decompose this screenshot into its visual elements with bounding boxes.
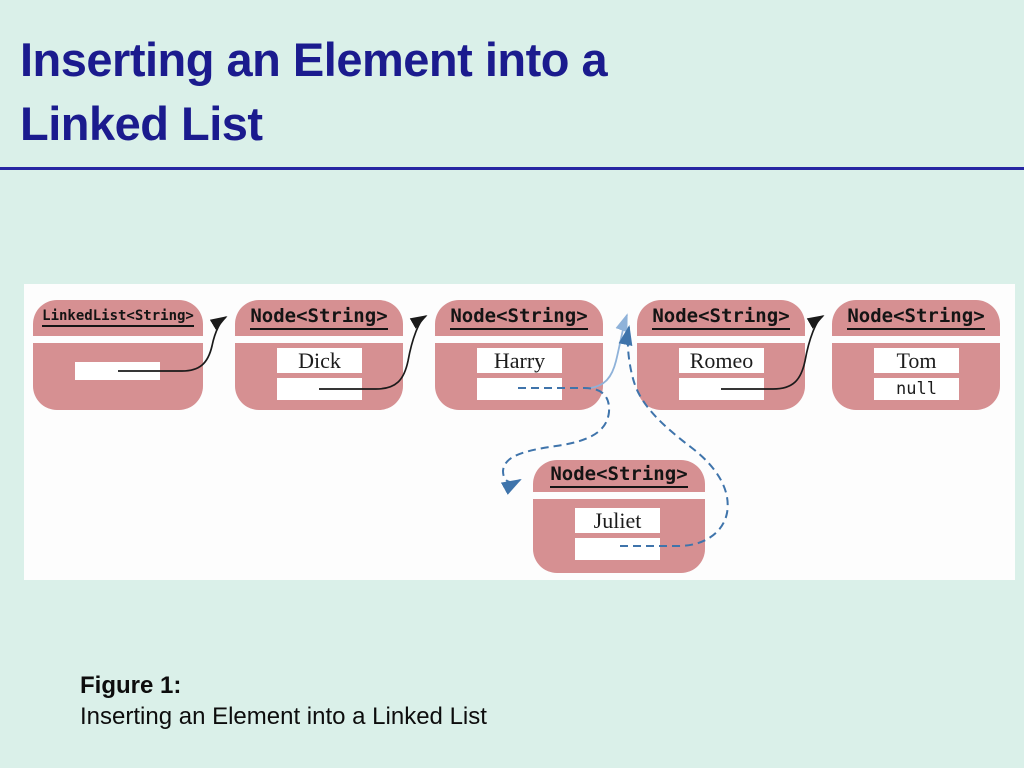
node-separator	[533, 492, 705, 499]
page-title: Inserting an Element into a Linked List	[20, 28, 608, 156]
node-header: Node<String>	[235, 300, 403, 336]
node-next-field	[575, 538, 660, 560]
title-line-2: Linked List	[20, 97, 263, 150]
figure-caption: Figure 1: Inserting an Element into a Li…	[80, 670, 487, 732]
node-next-field	[277, 378, 362, 400]
node-dick: Node<String> Dick	[235, 300, 403, 410]
node-header: Node<String>	[533, 460, 705, 492]
node-header: Node<String>	[435, 300, 603, 336]
node-linkedlist: LinkedList<String>	[33, 300, 203, 410]
node-header-label: Node<String>	[450, 306, 588, 330]
node-header-label: Node<String>	[847, 306, 985, 330]
node-separator	[235, 336, 403, 343]
figure-caption-label: Figure 1:	[80, 672, 182, 699]
node-data-field: Juliet	[575, 508, 660, 533]
diagram-panel: LinkedList<String> Node<String> Dick Nod…	[24, 284, 1015, 580]
node-data-field: Harry	[477, 348, 562, 373]
node-separator	[435, 336, 603, 343]
node-header-label: LinkedList<String>	[42, 308, 194, 328]
node-data-field: Romeo	[679, 348, 764, 373]
node-header: LinkedList<String>	[33, 300, 203, 336]
node-next-field: null	[874, 378, 959, 400]
node-data-field: Tom	[874, 348, 959, 373]
node-separator	[832, 336, 1000, 343]
title-divider	[0, 167, 1024, 170]
first-reference-field	[75, 362, 160, 380]
node-header-label: Node<String>	[652, 306, 790, 330]
node-separator	[637, 336, 805, 343]
node-juliet: Node<String> Juliet	[533, 460, 705, 573]
node-romeo: Node<String> Romeo	[637, 300, 805, 410]
node-data-field: Dick	[277, 348, 362, 373]
node-next-field	[679, 378, 764, 400]
node-next-field	[477, 378, 562, 400]
node-tom: Node<String> Tom null	[832, 300, 1000, 410]
figure-caption-text: Inserting an Element into a Linked List	[80, 703, 487, 730]
node-header-label: Node<String>	[550, 464, 688, 488]
node-header-label: Node<String>	[250, 306, 388, 330]
node-header: Node<String>	[832, 300, 1000, 336]
node-harry: Node<String> Harry	[435, 300, 603, 410]
title-line-1: Inserting an Element into a	[20, 33, 608, 86]
node-header: Node<String>	[637, 300, 805, 336]
node-separator	[33, 336, 203, 343]
